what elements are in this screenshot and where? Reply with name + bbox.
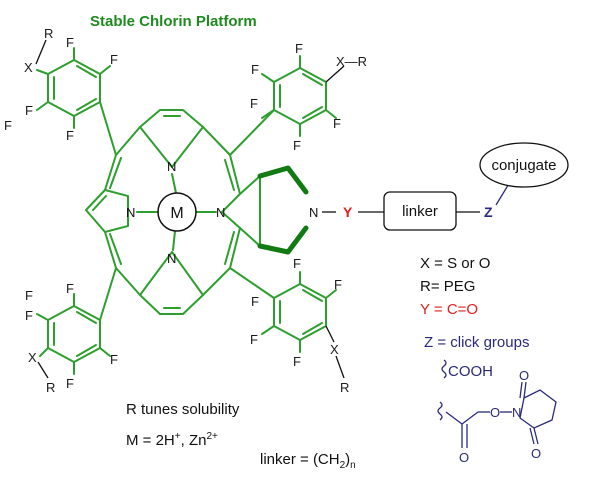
pyrrolidine-top [257,165,309,195]
note-linker-subn: n [350,460,356,471]
pyrrolidine-bottom [257,225,309,255]
x-r-top-right: X—R [336,54,367,69]
metal-circle [157,192,197,232]
f-br-3: F [251,294,259,309]
f-br-4: F [250,332,258,347]
f-tl-3: F [25,103,33,118]
macrocycle [85,109,309,315]
f-br-2: F [334,277,342,292]
f-tr-3: F [250,96,258,111]
r-bottom-left: R [46,380,55,395]
x-bottom-right: X [330,342,339,357]
linker-box-label: linker [402,203,438,220]
pyrrolidine-n: N [309,205,318,220]
conjugate-ellipse [479,142,569,188]
f-bl-2: F [25,288,33,303]
x-bottom-left: X [28,350,37,365]
f-bl-3: F [25,308,33,323]
legend-x-def: X = S or O [420,255,490,272]
aryl-top-right [229,55,345,156]
nitrogen-right: N [216,205,225,220]
f-bl-1: F [66,281,74,296]
note-linker-def: linker = (CH2)n [260,451,356,471]
aryl-bottom-right [229,267,345,379]
legend-y-def: Y = C=O [420,301,478,318]
f-br-1: F [293,256,301,271]
nitrogen-left: N [126,205,135,220]
r-top-left: R [44,26,53,41]
nhs-n: N [512,405,521,420]
note-linker-close: ) [345,451,350,468]
legend-cooh: COOH [448,363,493,380]
f-tl-1: F [66,35,74,50]
pyrrole-left [85,189,129,233]
r-bottom-right: R [340,380,349,395]
f-tl-4: F [66,128,74,143]
f-bl-4: F [110,352,118,367]
f-tr-2: F [251,62,259,77]
note-linker-prefix: linker = (CH [260,451,340,468]
note-m-sup2: 2+ [206,431,218,442]
note-linker-sub2: 2 [340,460,346,471]
nitrogen-top: N [167,159,176,174]
conjugate-label: conjugate [491,157,556,174]
nhs-o-top: O [519,368,529,383]
metal-label: M [170,205,183,222]
z-label: Z [484,204,493,220]
pyrrole-top [139,109,204,168]
f-bl-5: F [66,376,74,391]
nhs-o-carbonyl: O [459,450,469,465]
f-br-5: F [293,354,301,369]
nhs-o-bottom: O [531,446,541,461]
nhs-ester [437,381,557,448]
pyrrole-bottom [139,251,204,315]
f-tr-1: F [295,41,303,56]
note-m-def: M = 2H+, Zn2+ [126,431,218,449]
y-label: Y [343,204,353,220]
legend-z-def: Z = click groups [424,334,529,351]
aryl-top-left [35,39,117,156]
note-m-prefix: M = 2H [126,432,175,449]
f-tr-5: F [293,138,301,153]
note-m-sup1: + [175,431,181,442]
note-m-mid: , Zn [181,432,207,449]
legend-r-def: R= PEG [420,278,475,295]
f-tl-2: F [110,52,118,67]
note-r-tunes: R tunes solubility [126,401,240,418]
linker-box [383,191,457,231]
nhs-ester-o: O [490,405,500,420]
diagram-title: Stable Chlorin Platform [90,13,257,30]
pyrrole-right [221,175,261,247]
x-top-left: X [24,60,33,75]
nitrogen-bottom: N [167,251,176,266]
wavy-bond-cooh [441,359,447,379]
f-tl-5: F [4,118,12,133]
aryl-bottom-left [36,267,117,379]
f-tr-4: F [333,116,341,131]
